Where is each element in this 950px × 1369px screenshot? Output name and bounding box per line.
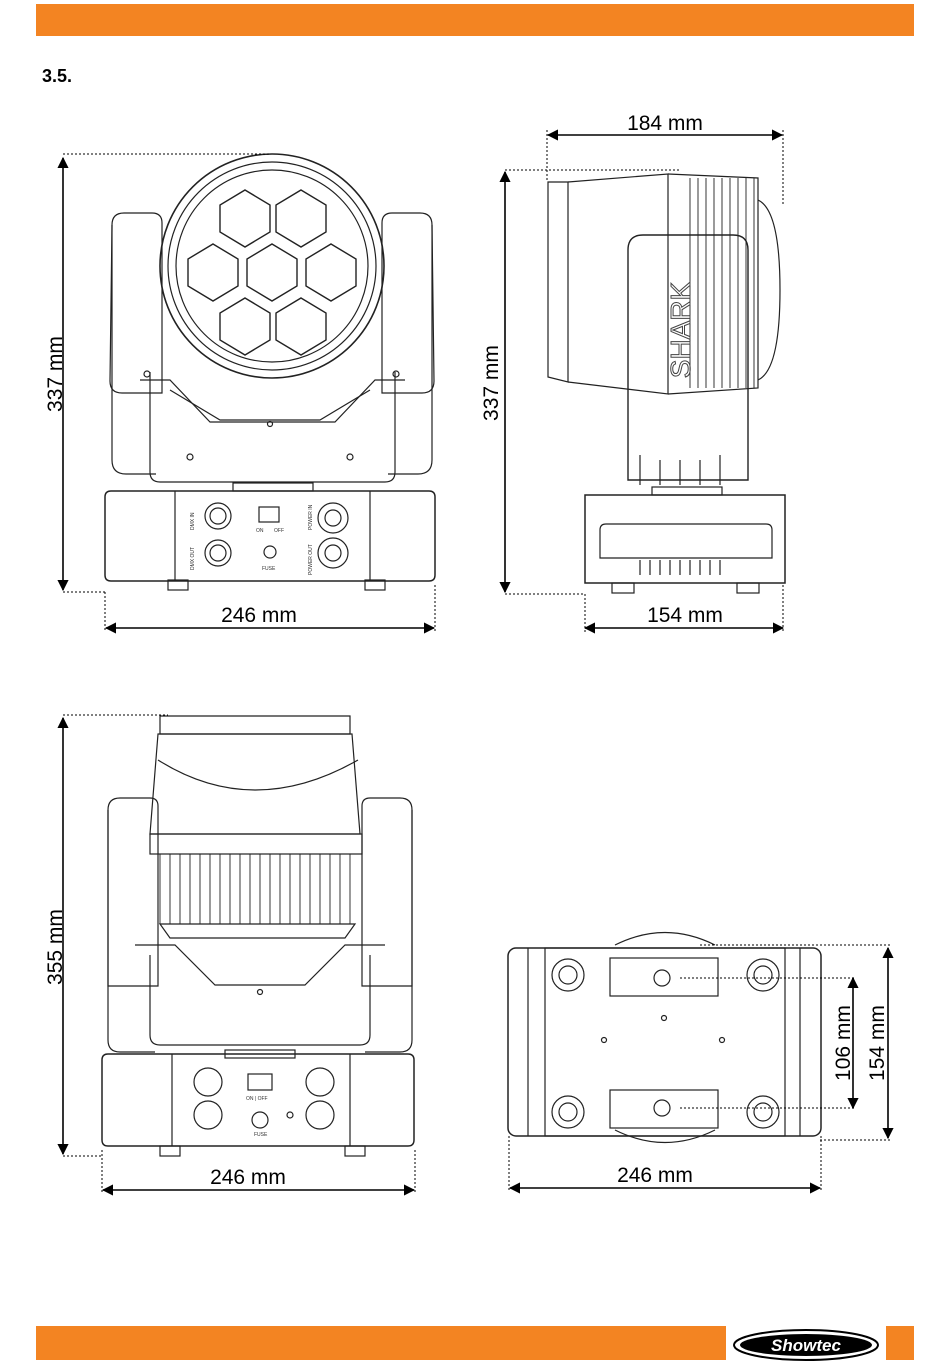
dmx-in-label: DMX IN <box>190 512 196 530</box>
rear-width-label: 246 mm <box>210 1166 286 1189</box>
side-height-label: 337 mm <box>480 345 503 421</box>
bottom-view <box>508 933 821 1143</box>
footer-bar-end <box>886 1326 914 1360</box>
dmx-out-label: DMX OUT <box>190 547 196 570</box>
rear-height-label: 355 mm <box>44 909 67 985</box>
bottom-depth-label: 154 mm <box>866 1005 889 1081</box>
showtec-logo: Showtec <box>732 1328 880 1362</box>
rear-view <box>102 716 414 1156</box>
front-height-label: 337 mm <box>44 336 67 412</box>
fuse-label: FUSE <box>262 566 276 572</box>
bottom-spacing-label: 106 mm <box>832 1005 855 1081</box>
on-label: ON <box>256 528 264 534</box>
power-out-label: POWER OUT <box>308 544 314 575</box>
side-dimension-lines <box>505 135 783 628</box>
logo-text: Showtec <box>771 1336 841 1355</box>
side-depth-label: 184 mm <box>627 112 703 135</box>
off-label: OFF <box>274 528 284 534</box>
side-view <box>548 174 785 593</box>
bottom-width-label: 246 mm <box>617 1164 693 1187</box>
rear-heatsink-fins <box>160 854 350 924</box>
front-width-label: 246 mm <box>221 604 297 627</box>
lens-cells <box>188 190 356 355</box>
shark-brand-label: SHARK <box>665 281 696 378</box>
front-view <box>105 154 435 590</box>
rear-on-off-label: ON | OFF <box>246 1096 268 1102</box>
rear-fuse-label: FUSE <box>254 1132 268 1138</box>
side-width-label: 154 mm <box>647 604 723 627</box>
footer-bar <box>36 1326 726 1360</box>
power-in-label: POWER IN <box>308 504 314 530</box>
side-heatsink-fins <box>690 178 754 388</box>
